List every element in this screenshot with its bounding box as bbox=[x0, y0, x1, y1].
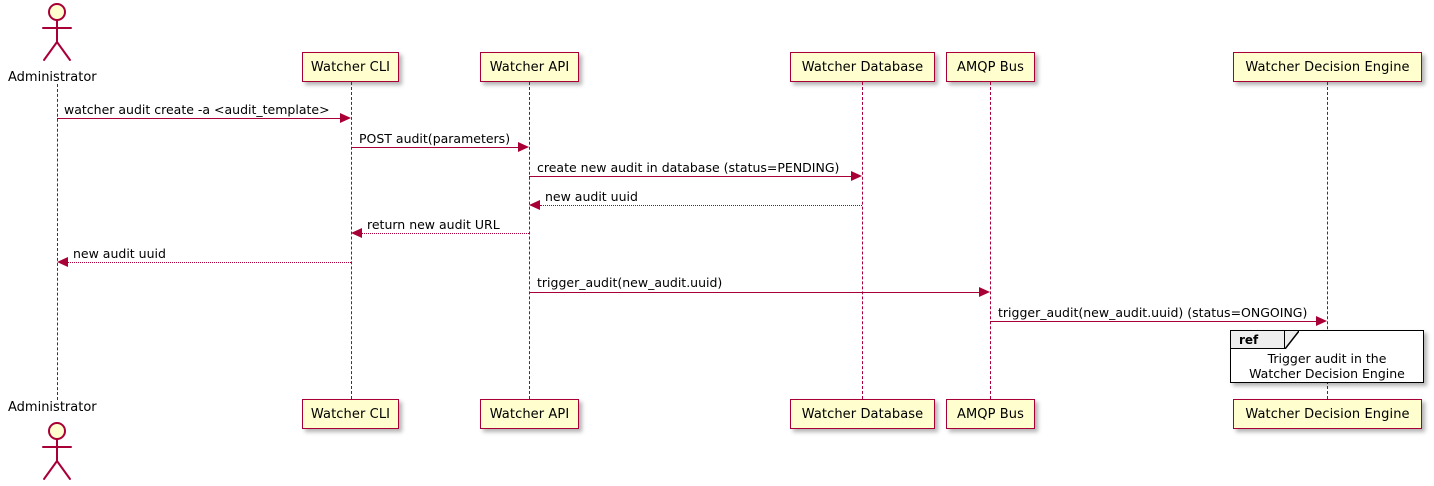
lifeline-watcher-database bbox=[862, 82, 863, 399]
participant-box-watcher-database-top[interactable]: Watcher Database bbox=[790, 52, 935, 82]
participant-label: Watcher API bbox=[489, 59, 570, 75]
participant-label: Watcher API bbox=[489, 406, 570, 422]
participant-label: Watcher CLI bbox=[310, 406, 391, 422]
message-arrowhead-3 bbox=[851, 171, 862, 181]
lifeline-watcher-cli bbox=[351, 82, 352, 399]
message-line-1 bbox=[57, 118, 341, 119]
message-arrowhead-8 bbox=[1316, 316, 1327, 326]
ref-fragment-keyword: ref bbox=[1239, 333, 1259, 347]
message-label-5: return new audit URL bbox=[367, 217, 500, 232]
ref-fragment-body: Trigger audit in the Watcher Decision En… bbox=[1231, 351, 1423, 381]
message-label-8: trigger_audit(new_audit.uuid) (status=ON… bbox=[998, 305, 1308, 320]
participant-box-watcher-api-bottom[interactable]: Watcher API bbox=[480, 399, 579, 429]
message-label-2: POST audit(parameters) bbox=[359, 131, 511, 146]
message-arrowhead-6 bbox=[57, 257, 68, 267]
message-arrowhead-5 bbox=[351, 228, 362, 238]
ref-fragment[interactable]: ref Trigger audit in the Watcher Decisio… bbox=[1230, 330, 1424, 383]
participant-label: Watcher Database bbox=[801, 59, 924, 75]
ref-fragment-line-2: Watcher Decision Engine bbox=[1249, 366, 1405, 381]
lifeline-watcher-decision-engine bbox=[1327, 82, 1328, 399]
message-line-3 bbox=[529, 176, 852, 177]
lifeline-administrator bbox=[57, 84, 58, 400]
message-label-1: watcher audit create -a <audit_template> bbox=[64, 102, 330, 117]
lifeline-watcher-api bbox=[529, 82, 530, 399]
message-line-6 bbox=[68, 262, 351, 263]
participant-label: Watcher CLI bbox=[310, 59, 391, 75]
participant-box-watcher-database-bottom[interactable]: Watcher Database bbox=[790, 399, 935, 429]
actor-figure-administrator-top[interactable] bbox=[33, 2, 81, 64]
participant-box-watcher-decision-engine-top[interactable]: Watcher Decision Engine bbox=[1233, 52, 1422, 82]
participant-box-amqp-bus-bottom[interactable]: AMQP Bus bbox=[946, 399, 1035, 429]
participant-box-watcher-decision-engine-bottom[interactable]: Watcher Decision Engine bbox=[1233, 399, 1422, 429]
message-arrowhead-4 bbox=[529, 200, 540, 210]
message-line-4 bbox=[540, 205, 862, 206]
participant-box-watcher-cli-top[interactable]: Watcher CLI bbox=[302, 52, 399, 82]
message-arrowhead-2 bbox=[518, 142, 529, 152]
message-label-3: create new audit in database (status=PEN… bbox=[537, 160, 840, 175]
ref-fragment-tab-corner bbox=[1285, 331, 1299, 349]
ref-fragment-tab bbox=[1231, 331, 1285, 349]
participant-box-watcher-cli-bottom[interactable]: Watcher CLI bbox=[302, 399, 399, 429]
participant-label: AMQP Bus bbox=[956, 406, 1025, 422]
message-arrowhead-7 bbox=[979, 287, 990, 297]
message-line-5 bbox=[362, 233, 529, 234]
actor-label-administrator-bottom: Administrator bbox=[8, 400, 97, 415]
participant-label: Watcher Decision Engine bbox=[1245, 59, 1410, 75]
message-line-2 bbox=[351, 147, 519, 148]
participant-label: AMQP Bus bbox=[956, 59, 1025, 75]
actor-label-administrator-top: Administrator bbox=[8, 70, 97, 85]
message-line-8 bbox=[990, 321, 1317, 322]
lifeline-amqp-bus bbox=[990, 82, 991, 399]
participant-label: Watcher Database bbox=[801, 406, 924, 422]
message-line-7 bbox=[529, 292, 980, 293]
message-label-4: new audit uuid bbox=[545, 189, 638, 204]
ref-fragment-line-1: Trigger audit in the bbox=[1267, 351, 1387, 366]
actor-figure-administrator-bottom[interactable] bbox=[33, 421, 81, 483]
participant-box-watcher-api-top[interactable]: Watcher API bbox=[480, 52, 579, 82]
message-arrowhead-1 bbox=[340, 113, 351, 123]
participant-label: Watcher Decision Engine bbox=[1245, 406, 1410, 422]
message-label-7: trigger_audit(new_audit.uuid) bbox=[537, 275, 723, 290]
participant-box-amqp-bus-top[interactable]: AMQP Bus bbox=[946, 52, 1035, 82]
message-label-6: new audit uuid bbox=[73, 246, 166, 261]
